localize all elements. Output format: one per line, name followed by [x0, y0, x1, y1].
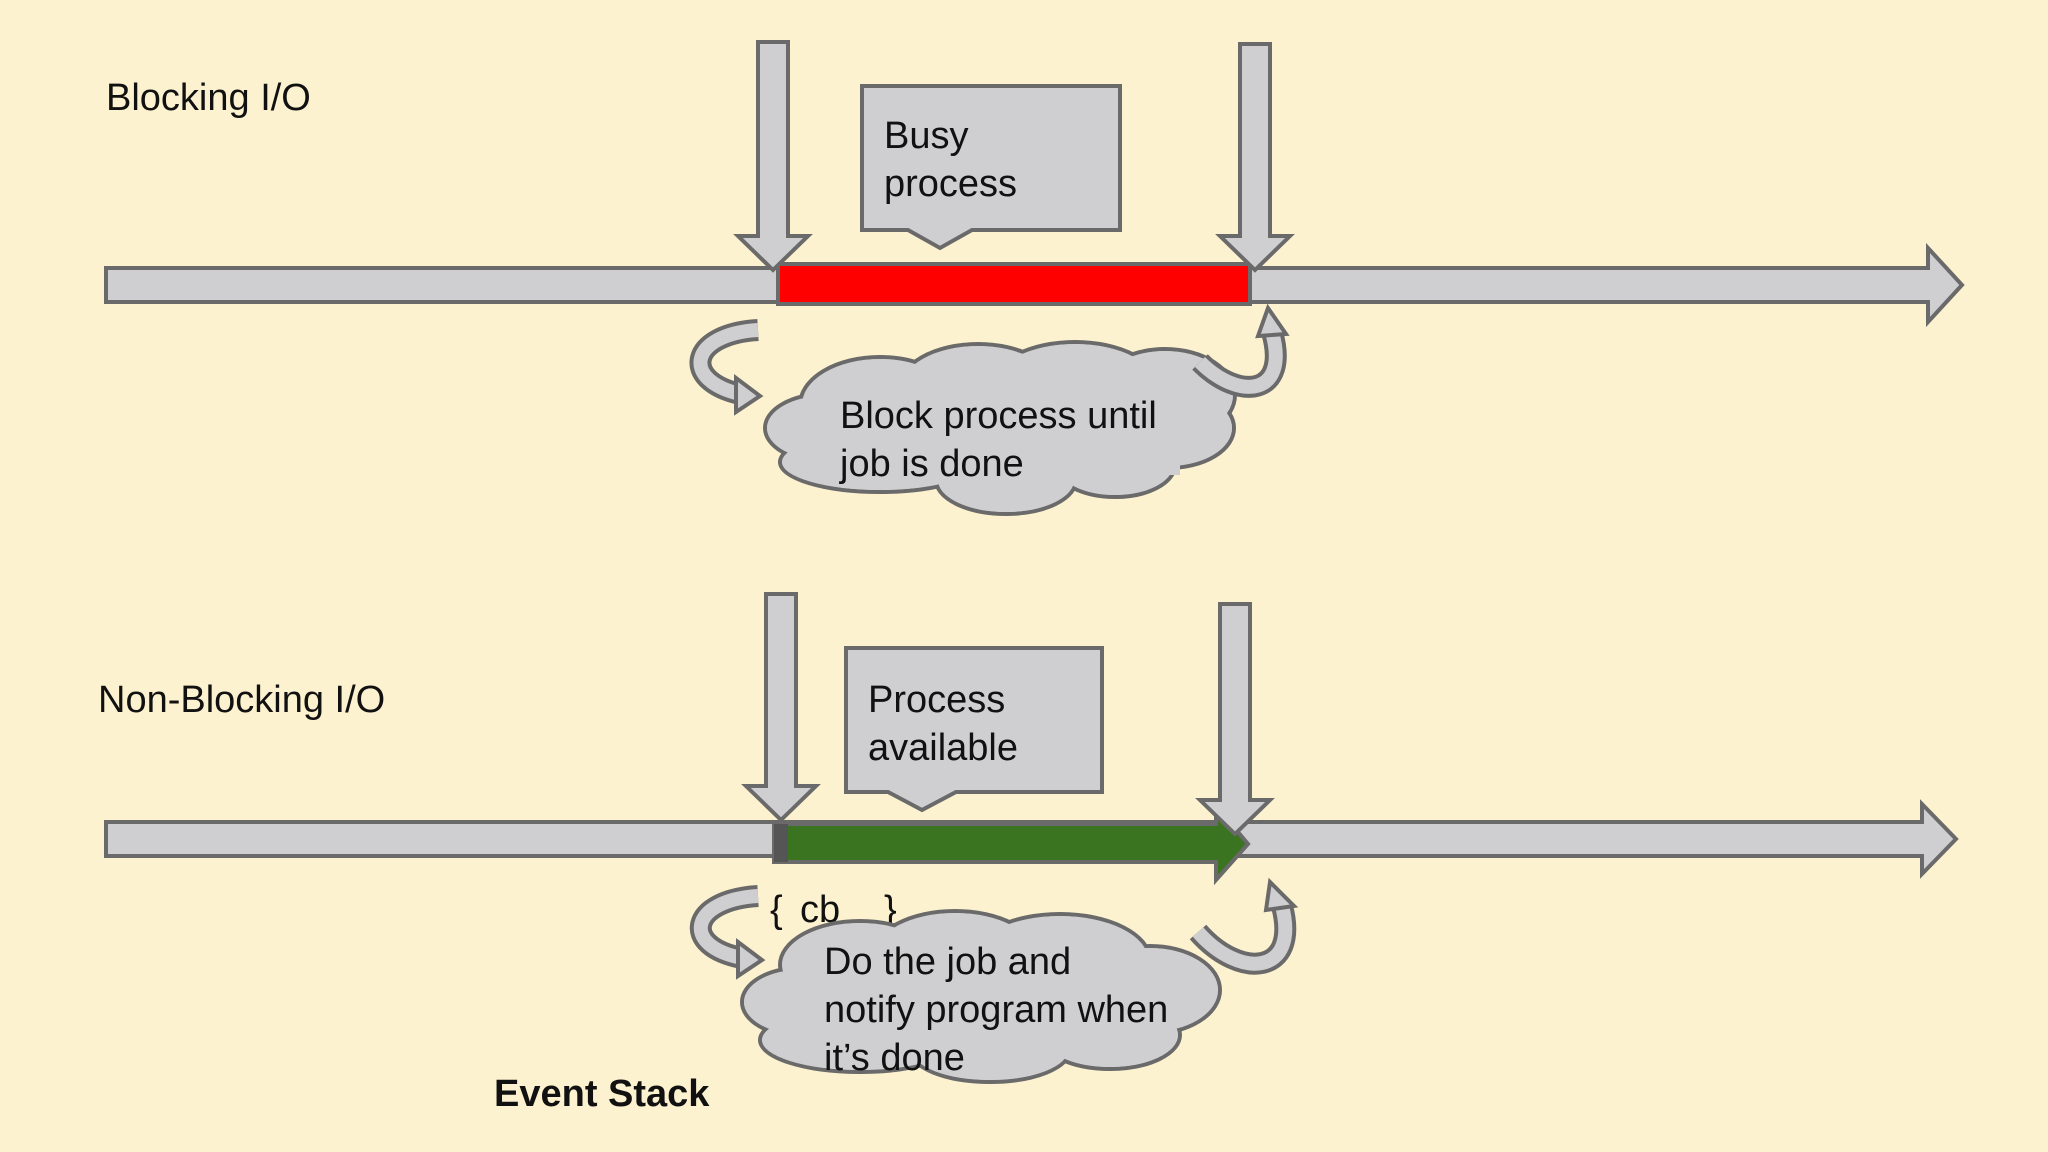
- blocking-title: Blocking I/O: [106, 77, 311, 119]
- blocking-cloud-line2: job is done: [839, 443, 1024, 485]
- blocking-callout-line1: Busy: [884, 115, 968, 157]
- non-blocking-progress-start: [774, 824, 788, 862]
- non-blocking-section: Non-Blocking I/O Process available { cb …: [98, 592, 1959, 1115]
- non-blocking-callout-box: [844, 646, 1104, 813]
- non-blocking-curved-arrow-right: [1189, 877, 1299, 975]
- blocking-cloud-line1: Block process until: [840, 395, 1157, 437]
- callback-open-brace: {: [770, 889, 783, 931]
- non-blocking-cloud-line2: notify program when: [824, 989, 1168, 1031]
- non-blocking-cloud: [740, 909, 1222, 1084]
- blocking-start-arrow: [733, 40, 813, 273]
- blocking-busy-bar: [776, 262, 1252, 306]
- non-blocking-cloud-line1: Do the job and: [824, 941, 1071, 983]
- non-blocking-title: Non-Blocking I/O: [98, 679, 385, 721]
- non-blocking-progress-arrow: [772, 800, 1251, 886]
- blocking-callout-box: [860, 84, 1122, 251]
- non-blocking-callout-line2: available: [868, 727, 1018, 769]
- non-blocking-callout-line1: Process: [868, 679, 1005, 721]
- event-stack-label: Event Stack: [494, 1073, 710, 1115]
- blocking-section: Blocking I/O Busy process: [104, 40, 1965, 516]
- non-blocking-curved-arrow-left: [689, 885, 766, 980]
- callback-close-brace: }: [884, 889, 897, 931]
- non-blocking-end-arrow: [1195, 602, 1275, 837]
- blocking-curved-arrow-left: [689, 319, 764, 416]
- blocking-end-arrow: [1215, 42, 1295, 273]
- non-blocking-start-arrow: [741, 592, 821, 823]
- blocking-curved-arrow-right: [1192, 303, 1290, 398]
- non-blocking-cloud-line3: it’s done: [824, 1037, 965, 1079]
- blocking-callout-line2: process: [884, 163, 1017, 205]
